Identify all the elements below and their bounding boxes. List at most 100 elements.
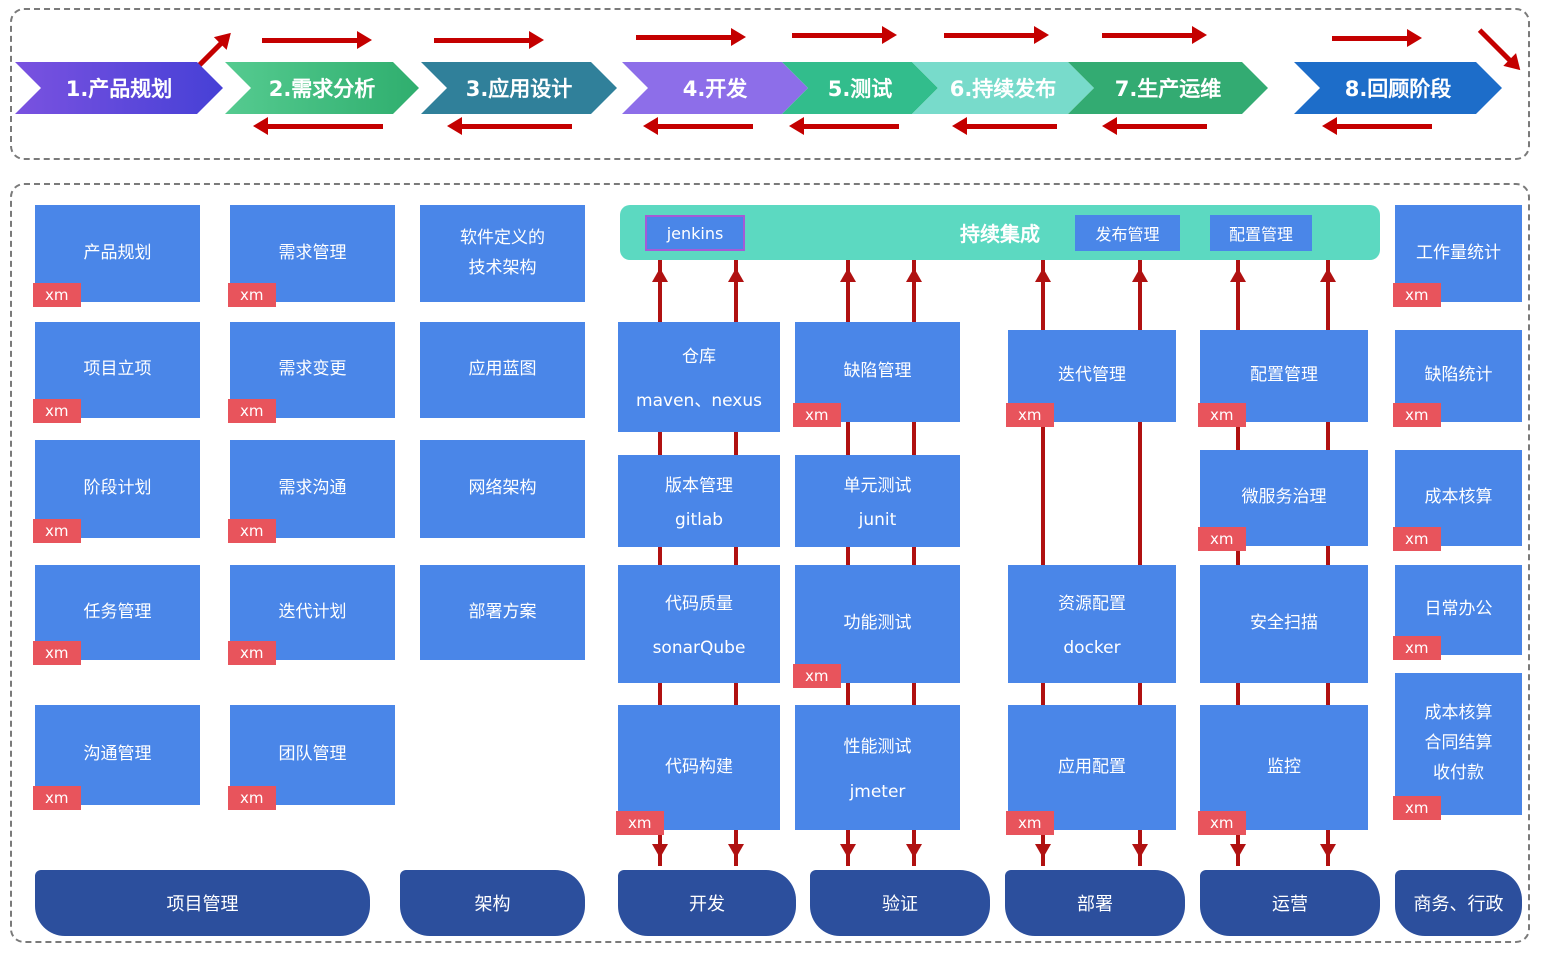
ci-title: 持续集成	[960, 222, 1040, 246]
box-defect-stats: 缺陷统计 xm	[1393, 330, 1522, 427]
box-software-defined-architecture: 软件定义的 技术架构	[420, 205, 585, 302]
config-management-box: 配置管理	[1210, 215, 1312, 251]
connector-dev-left	[652, 260, 668, 866]
xm-badge: xm	[1198, 403, 1246, 427]
box-label: 安全扫描	[1250, 613, 1318, 634]
box-security-scan: 安全扫描	[1200, 565, 1368, 683]
xm-badge: xm	[793, 403, 841, 427]
box-application-blueprint: 应用蓝图	[420, 322, 585, 418]
footer-label: 架构	[474, 894, 511, 915]
box-deployment-plan: 部署方案	[420, 565, 585, 660]
box-label: 缺陷管理	[843, 361, 912, 382]
footer-architecture: 架构	[400, 870, 585, 936]
box-label: 版本管理	[665, 475, 733, 496]
box-label: 日常办公	[1424, 599, 1493, 620]
box-sublabel: junit	[858, 510, 897, 531]
stage-development: 4.开发	[622, 62, 808, 114]
footer-label: 商务、行政	[1413, 894, 1504, 915]
xm-badge: xm	[33, 283, 81, 307]
box-label: 需求变更	[278, 359, 347, 380]
flow-arrow-forward	[1102, 26, 1207, 44]
stage-requirement-analysis: 2.需求分析	[225, 62, 419, 114]
flow-arrow-backward	[1322, 117, 1432, 135]
box-microservice-governance: 微服务治理 xm	[1198, 450, 1368, 551]
flow-arrow-backward	[952, 117, 1057, 135]
footer-label: 验证	[882, 894, 918, 915]
box-label: 团队管理	[278, 744, 347, 765]
box-label: 部署方案	[468, 601, 537, 622]
box-label: 需求沟通	[278, 478, 347, 499]
flow-arrow-forward	[1332, 29, 1422, 47]
box-label: 成本核算 合同结算 收付款	[1424, 703, 1493, 783]
box-label: 需求管理	[278, 242, 347, 263]
xm-badge: xm	[33, 641, 81, 665]
connector-verify-left	[840, 260, 856, 866]
footer-label: 运营	[1272, 894, 1308, 915]
stage-application-design: 3.应用设计	[421, 62, 617, 114]
footer-project-management: 项目管理	[35, 870, 370, 936]
xm-badge: xm	[1393, 283, 1441, 307]
continuous-integration-bar: 持续集成 jenkins 发布管理 配置管理	[620, 205, 1380, 260]
box-network-architecture: 网络架构	[420, 440, 585, 538]
xm-badge: xm	[1006, 403, 1054, 427]
stage-product-planning: 1.产品规划	[15, 62, 223, 114]
release-management-box: 发布管理	[1075, 215, 1180, 251]
connector-deploy-left	[1035, 260, 1051, 866]
flow-arrow-forward	[636, 28, 746, 46]
box-label: 缺陷统计	[1424, 365, 1493, 386]
box-sublabel: jmeter	[849, 782, 906, 803]
box-sublabel: sonarQube	[652, 637, 746, 658]
stage-label: 4.开发	[682, 77, 748, 101]
stage-label: 2.需求分析	[268, 77, 376, 101]
stage-label: 6.持续发布	[949, 77, 1057, 101]
box-label: 软件定义的 技术架构	[460, 227, 545, 278]
stage-label: 8.回顾阶段	[1344, 77, 1452, 101]
box-sublabel: maven、nexus	[636, 390, 762, 411]
connector-deploy-right	[1132, 260, 1148, 866]
box-label: 资源配置	[1058, 594, 1126, 615]
box-label: 性能测试	[843, 736, 912, 757]
box-label: 沟通管理	[83, 744, 152, 765]
box-label: 配置管理	[1250, 365, 1318, 386]
xm-badge: xm	[228, 519, 276, 543]
box-label: 迭代管理	[1058, 365, 1126, 386]
box-label: 代码构建	[665, 756, 733, 777]
stage-testing: 5.测试	[782, 62, 938, 114]
footer-ops: 运营	[1200, 870, 1380, 936]
xm-badge: xm	[1198, 527, 1246, 551]
box-sublabel: docker	[1063, 637, 1121, 658]
footer-label: 部署	[1077, 894, 1113, 915]
box-label: 任务管理	[83, 601, 152, 622]
stage-continuous-release: 6.持续发布	[912, 62, 1094, 114]
box-label: 微服务治理	[1241, 487, 1327, 508]
xm-badge: xm	[793, 664, 841, 688]
xm-badge: xm	[1393, 403, 1441, 427]
jenkins-box: jenkins	[645, 215, 745, 251]
xm-badge: xm	[1393, 527, 1441, 551]
box-label: 应用配置	[1058, 756, 1126, 777]
xm-badge: xm	[228, 786, 276, 810]
box-label: 监控	[1267, 756, 1301, 777]
footer-deploy: 部署	[1005, 870, 1185, 936]
box-sublabel: gitlab	[674, 510, 724, 531]
stage-label: 7.生产运维	[1114, 77, 1222, 101]
